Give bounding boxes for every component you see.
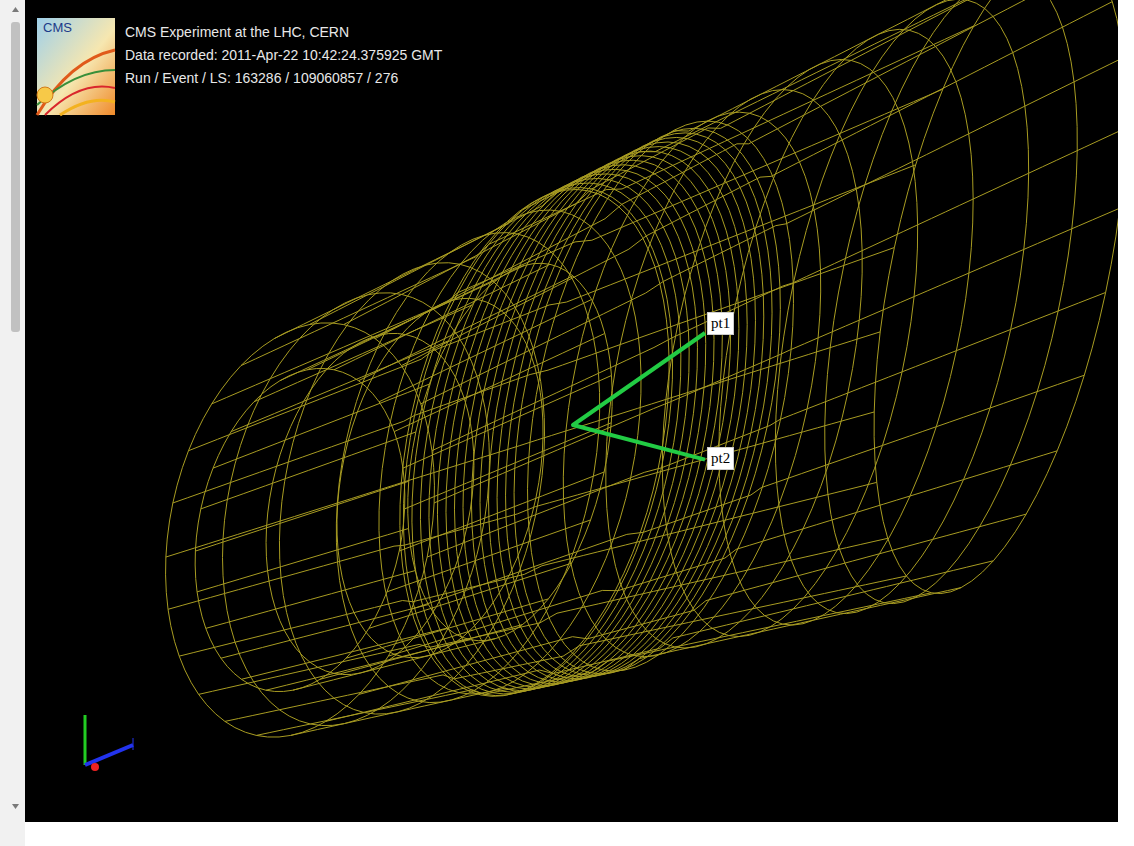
inner-stave (266, 640, 470, 691)
inner-stave (346, 599, 548, 658)
wire-stave (212, 89, 943, 404)
wire-stave (421, 58, 1118, 404)
wire-stave (344, 0, 1069, 325)
wire-ring (223, 293, 490, 726)
wire-stave (359, 514, 1026, 694)
wire-stave (173, 248, 895, 503)
axes-icon (85, 715, 133, 771)
inner-stave (394, 333, 605, 431)
cms-logo (37, 18, 115, 115)
scrollbar-thumb (11, 22, 20, 332)
inner-stave (369, 563, 572, 628)
wire-stave (179, 482, 877, 656)
inner-stave (241, 628, 447, 679)
wire-stave (375, 0, 1094, 339)
scroll-arrow (12, 7, 19, 12)
wire-stave (291, 588, 961, 736)
wire-ring (412, 183, 681, 694)
header-text: Run / Event / LS: 163286 / 109060857 / 2… (125, 70, 398, 86)
wire-ring (825, 0, 1077, 604)
inner-stave (197, 529, 408, 592)
inner-stave (221, 605, 428, 659)
inner-stave (254, 305, 472, 402)
track-label-text: pt1 (711, 315, 730, 332)
wire-ring (606, 90, 862, 648)
track-label: pt1 (707, 312, 734, 335)
wire-ring (528, 121, 794, 671)
inner-stave (195, 481, 408, 551)
detector-wireframe (166, 0, 1118, 737)
inner-stave (359, 276, 573, 381)
scrollbar-track (0, 0, 25, 846)
track-line (573, 333, 705, 460)
display-background (25, 0, 1118, 822)
wire-stave (168, 412, 874, 609)
scroll-arrow (12, 804, 19, 809)
header-text: CMS Experiment at the LHC, CERN (125, 24, 349, 40)
wire-ring (775, 0, 1028, 614)
wire-stave (412, 375, 1085, 609)
inner-stave (293, 638, 496, 690)
wire-ring (166, 323, 435, 737)
inner-ring (337, 298, 543, 657)
inner-stave (201, 432, 416, 509)
wire-stave (199, 538, 888, 694)
window-margin (1118, 0, 1134, 846)
wire-ring (874, 0, 1118, 594)
inner-stave (405, 423, 612, 509)
wire-stave (388, 451, 1057, 656)
wire-stave (188, 165, 915, 451)
logo-text: CMS (43, 20, 72, 35)
wire-ring (400, 189, 669, 696)
inner-stave (206, 571, 415, 629)
wire-ring (662, 59, 917, 636)
inner-stave (379, 299, 592, 401)
wire-stave (166, 332, 880, 557)
wire-stave (256, 593, 931, 736)
wire-stave (432, 128, 1118, 451)
inner-ring (195, 369, 405, 692)
wire-stave (225, 576, 906, 721)
inner-stave (387, 520, 591, 592)
track-label: pt2 (707, 447, 734, 470)
track-label-text: pt2 (711, 450, 730, 467)
wire-stave (434, 208, 1118, 503)
wire-stave (326, 561, 994, 722)
inner-stave (334, 264, 550, 369)
wire-stave (427, 292, 1105, 557)
inner-stave (399, 472, 604, 551)
wire-ring (563, 112, 820, 656)
header-text: Data recorded: 2011-Apr-22 10:42:24.3759… (125, 47, 442, 63)
